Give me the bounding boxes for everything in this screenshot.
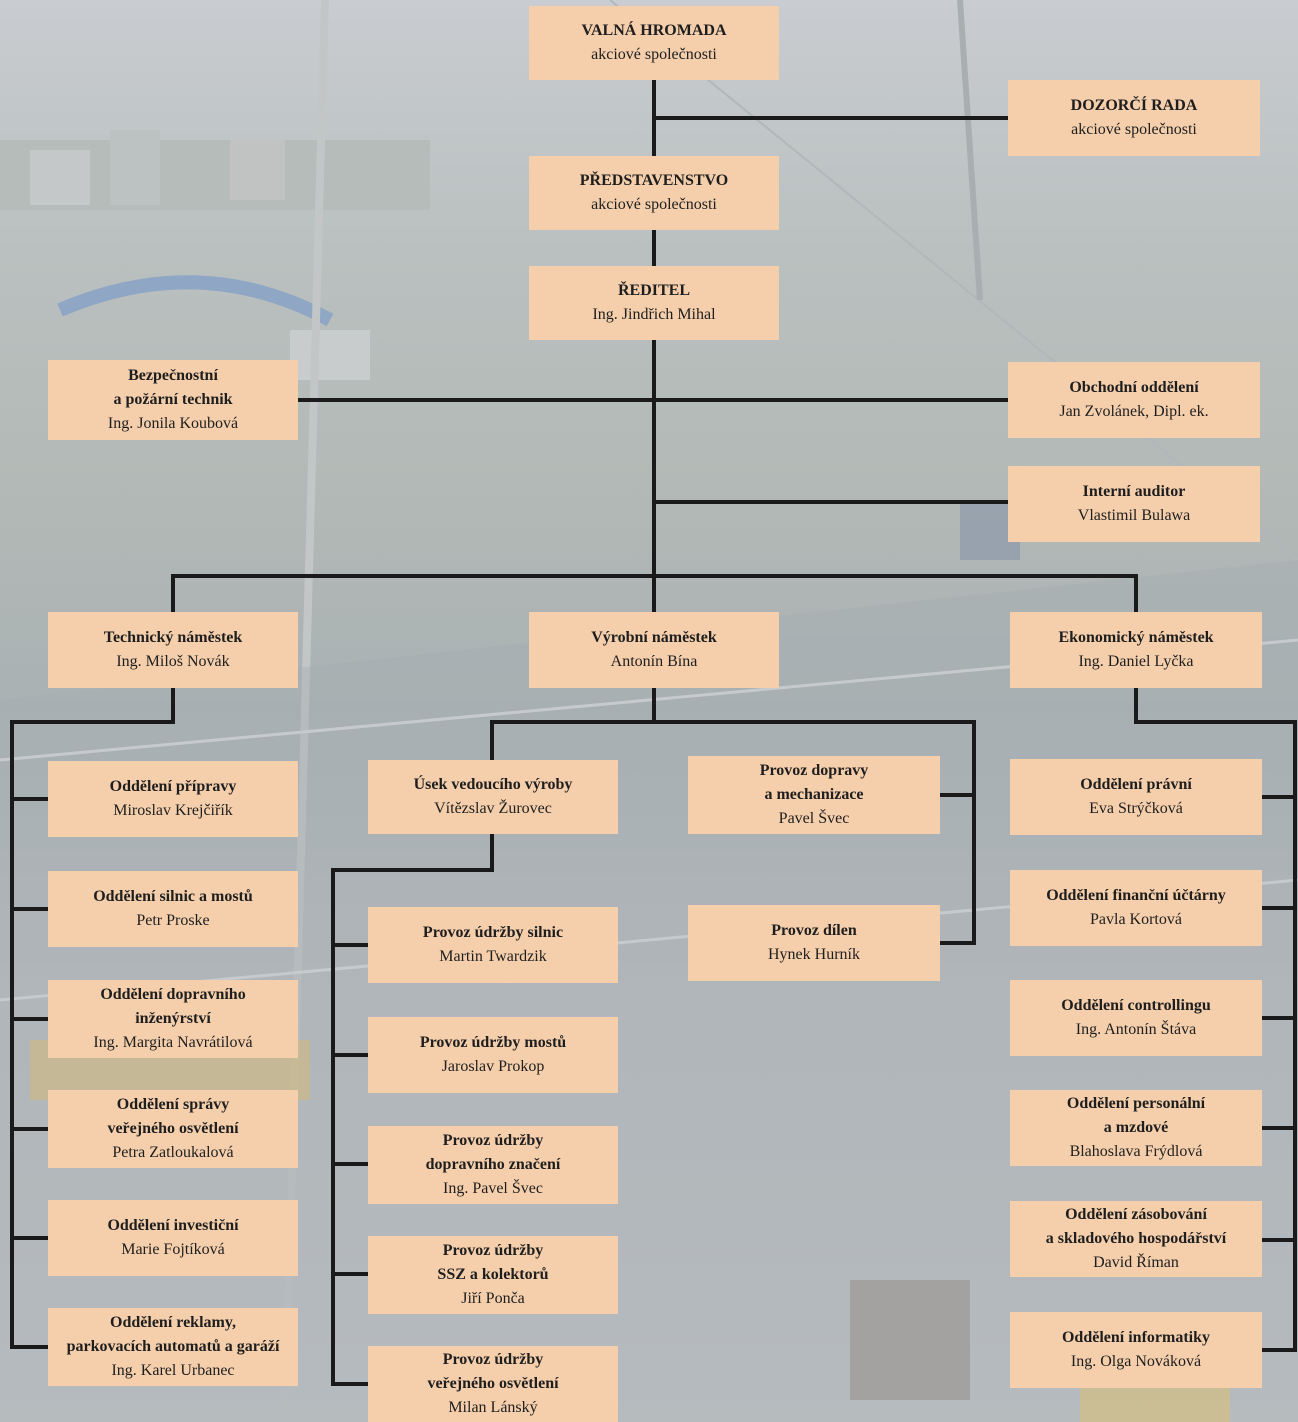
department-head: Ing. Karel Urbanec: [111, 1362, 235, 1379]
ekonomicky-namestek-box: Ekonomický náměstek Ing. Daniel Lyčka: [1010, 612, 1262, 688]
dozorci-rada-box: DOZORČÍ RADA akciové společnosti: [1008, 80, 1260, 156]
technicky-namestek-box: Technický náměstek Ing. Miloš Novák: [48, 612, 298, 688]
obchodni-oddeleni-title: Obchodní oddělení: [1069, 379, 1199, 396]
reditel-title: ŘEDITEL: [617, 282, 691, 299]
production-unit-title: Provoz údržby silnic: [422, 924, 564, 941]
economic-department-box: Oddělení finanční účtárny Pavla Kortová: [1010, 870, 1262, 946]
department-title: Oddělení zásobování a skladového hospodá…: [1045, 1206, 1227, 1247]
production-unit-title: Provoz údržby SSZ a kolektorů: [437, 1242, 549, 1283]
department-head: Petra Zatloukalová: [112, 1144, 234, 1161]
bezpecnostni-technik-box: Bezpečnostní a požární technik Ing. Joni…: [48, 360, 298, 440]
technical-department-box: Oddělení přípravy Miroslav Krejčiřík: [48, 761, 298, 837]
production-unit-head: Milan Lánský: [448, 1399, 538, 1416]
usek-vedouciho-vyroby-name: Vítězslav Žurovec: [434, 800, 552, 817]
department-title: Oddělení přípravy: [109, 778, 237, 795]
technicky-namestek-title: Technický náměstek: [103, 629, 243, 646]
production-unit-head: Jiří Ponča: [461, 1290, 525, 1307]
provoz-dilen-title: Provoz dílen: [771, 922, 857, 939]
department-head: David Říman: [1093, 1254, 1179, 1271]
ekonomicky-namestek-name: Ing. Daniel Lyčka: [1078, 653, 1194, 670]
vyrobni-namestek-name: Antonín Bína: [610, 653, 698, 670]
economic-department-box: Oddělení personální a mzdové Blahoslava …: [1010, 1090, 1262, 1166]
provoz-dilen-box: Provoz dílen Hynek Hurník: [688, 905, 940, 981]
department-head: Pavla Kortová: [1090, 911, 1182, 928]
ekonomicky-namestek-title: Ekonomický náměstek: [1058, 629, 1214, 646]
department-head: Eva Strýčková: [1089, 800, 1183, 817]
department-title: Oddělení informatiky: [1061, 1329, 1210, 1346]
production-unit-box: Provoz údržby SSZ a kolektorů Jiří Ponča: [368, 1236, 618, 1314]
obchodni-oddeleni-name: Jan Zvolánek, Dipl. ek.: [1059, 403, 1209, 420]
obchodni-oddeleni-box: Obchodní oddělení Jan Zvolánek, Dipl. ek…: [1008, 362, 1260, 438]
technical-department-box: Oddělení dopravního inženýrství Ing. Mar…: [48, 980, 298, 1058]
interni-auditor-name: Vlastimil Bulawa: [1077, 507, 1191, 524]
production-unit-title: Provoz údržby dopravního značení: [425, 1132, 561, 1173]
department-title: Oddělení dopravního inženýrství: [100, 986, 246, 1027]
department-head: Miroslav Krejčiřík: [113, 802, 233, 819]
department-title: Oddělení investiční: [107, 1217, 239, 1234]
valna-hromada-subtitle: akciové společnosti: [591, 46, 717, 63]
department-title: Oddělení finanční účtárny: [1046, 887, 1226, 904]
department-title: Oddělení silnic a mostů: [93, 888, 253, 905]
department-head: Marie Fojtíková: [121, 1241, 225, 1258]
production-unit-head: Martin Twardzik: [439, 948, 547, 965]
provoz-dopravy-title: Provoz dopravy a mechanizace: [759, 762, 869, 803]
department-title: Oddělení reklamy, parkovacích automatů a…: [66, 1314, 280, 1355]
department-title: Oddělení právní: [1080, 776, 1192, 793]
predstavenstvo-box: PŘEDSTAVENSTVO akciové společnosti: [529, 156, 779, 230]
department-head: Ing. Margita Navrátilová: [93, 1034, 253, 1051]
department-head: Blahoslava Frýdlová: [1069, 1143, 1203, 1160]
economic-department-box: Oddělení informatiky Ing. Olga Nováková: [1010, 1312, 1262, 1388]
production-unit-head: Ing. Pavel Švec: [443, 1180, 543, 1197]
production-unit-box: Provoz údržby mostů Jaroslav Prokop: [368, 1017, 618, 1093]
technicky-namestek-name: Ing. Miloš Novák: [116, 653, 230, 670]
usek-vedouciho-vyroby-title: Úsek vedoucího výroby: [413, 776, 573, 793]
technical-department-box: Oddělení správy veřejného osvětlení Petr…: [48, 1090, 298, 1168]
dozorci-rada-title: DOZORČÍ RADA: [1070, 97, 1198, 114]
reditel-box: ŘEDITEL Ing. Jindřich Mihal: [529, 266, 779, 340]
economic-department-box: Oddělení controllingu Ing. Antonín Štáva: [1010, 980, 1262, 1056]
production-unit-box: Provoz údržby veřejného osvětlení Milan …: [368, 1346, 618, 1422]
vyrobni-namestek-box: Výrobní náměstek Antonín Bína: [529, 612, 779, 688]
provoz-dopravy-box: Provoz dopravy a mechanizace Pavel Švec: [688, 756, 940, 834]
reditel-name: Ing. Jindřich Mihal: [592, 306, 716, 323]
vyrobni-namestek-title: Výrobní náměstek: [591, 629, 717, 646]
department-title: Oddělení personální a mzdové: [1066, 1095, 1206, 1136]
interni-auditor-title: Interní auditor: [1082, 483, 1186, 500]
provoz-dopravy-name: Pavel Švec: [778, 810, 850, 827]
production-unit-head: Jaroslav Prokop: [441, 1058, 545, 1075]
valna-hromada-box: VALNÁ HROMADA akciové společnosti: [529, 6, 779, 80]
economic-department-box: Oddělení zásobování a skladového hospodá…: [1010, 1201, 1262, 1277]
production-unit-title: Provoz údržby veřejného osvětlení: [427, 1351, 559, 1392]
technical-department-box: Oddělení silnic a mostů Petr Proske: [48, 871, 298, 947]
valna-hromada-title: VALNÁ HROMADA: [581, 22, 727, 39]
bezpecnostni-technik-name: Ing. Jonila Koubová: [107, 415, 239, 432]
production-unit-title: Provoz údržby mostů: [419, 1034, 567, 1051]
bezpecnostni-technik-title: Bezpečnostní a požární technik: [113, 367, 233, 408]
economic-department-box: Oddělení právní Eva Strýčková: [1010, 759, 1262, 835]
department-title: Oddělení správy veřejného osvětlení: [107, 1096, 239, 1137]
dozorci-rada-subtitle: akciové společnosti: [1071, 121, 1197, 138]
technical-department-box: Oddělení investiční Marie Fojtíková: [48, 1200, 298, 1276]
production-unit-box: Provoz údržby silnic Martin Twardzik: [368, 907, 618, 983]
technical-department-box: Oddělení reklamy, parkovacích automatů a…: [48, 1308, 298, 1386]
department-head: Petr Proske: [136, 912, 210, 929]
production-unit-box: Provoz údržby dopravního značení Ing. Pa…: [368, 1126, 618, 1204]
predstavenstvo-title: PŘEDSTAVENSTVO: [579, 172, 729, 189]
provoz-dilen-name: Hynek Hurník: [768, 946, 860, 963]
predstavenstvo-subtitle: akciové společnosti: [591, 196, 717, 213]
interni-auditor-box: Interní auditor Vlastimil Bulawa: [1008, 466, 1260, 542]
department-head: Ing. Olga Nováková: [1070, 1353, 1202, 1370]
usek-vedouciho-vyroby-box: Úsek vedoucího výroby Vítězslav Žurovec: [368, 760, 618, 834]
department-head: Ing. Antonín Štáva: [1075, 1021, 1197, 1038]
department-title: Oddělení controllingu: [1061, 997, 1211, 1014]
